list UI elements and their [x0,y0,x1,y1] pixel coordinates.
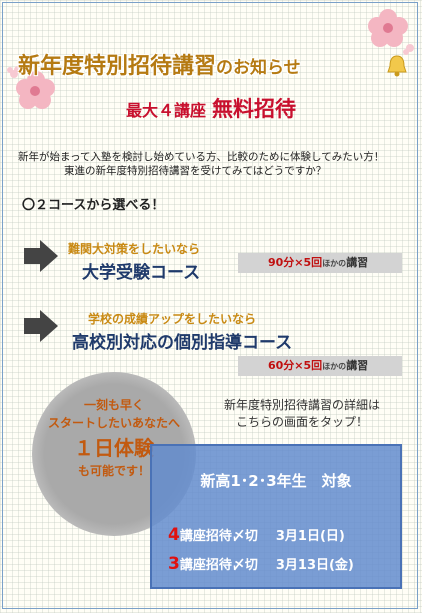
course-lead: 学校の成績アップをしたいなら [88,312,257,326]
course-note: 60分×5回ほかの講習 [238,356,402,376]
deadline-count: 3 [168,554,180,574]
intro-line: 東進の新年度特別招待講習を受けてみてはどうですか？ [64,165,327,177]
deadline-label: 講座招待〆切 [179,558,258,573]
course-note: 90分×5回ほかの講習 [238,253,402,273]
course-note-small: ほかの [322,362,347,371]
course-note-value: 90分×5回 [268,256,323,269]
deadline-date: 3月1日(日) [275,529,345,544]
deadline-label: 講座招待〆切 [179,529,258,544]
bell-icon [387,55,407,77]
cherry-blossom-icon [368,9,414,55]
course-name[interactable]: 高校別対応の個別指導コース [72,333,293,353]
intro-line: 新年が始まって入塾を検討し始めている方、比較のために体験してみたい方！ [18,151,385,163]
course-lead: 難関大対策をしたいなら [68,242,201,256]
page-frame [2,2,418,609]
tap-note[interactable]: 新年度特別招待講習の詳細は こちらの画面をタップ！ [196,397,408,431]
course-note-value: 60分×5回 [268,359,323,372]
intro-text: 新年が始まって入塾を検討し始めている方、比較のために体験してみたい方！ 東進の新… [18,150,410,178]
deadline-row: 3講座招待〆切 3月13日(金) [168,554,354,574]
subtitle-prefix: 最大４講座 [125,101,206,120]
tap-line: こちらの画面をタップ！ [235,415,368,429]
promo-text: 一刻も早く スタートしたいあなたへ [28,396,200,432]
courses-heading: 〇２コースから選べる！ [22,198,165,213]
promo-line: も可能です！ [77,464,150,478]
title-main: 新年度特別招待講習 [18,54,217,79]
course-note-suffix: 講習 [346,256,369,269]
target-box [150,444,402,589]
course-note-suffix: 講習 [346,359,369,372]
arrow-right-icon [24,240,58,272]
promo-line: 一刻も早く [83,398,144,412]
subtitle-main: 無料招待 [212,97,296,121]
course-name[interactable]: 大学受験コース [82,263,201,283]
arrow-right-icon [24,310,58,342]
deadline-row: 4講座招待〆切 3月1日(日) [168,525,345,545]
page-title: 新年度特別招待講習のお知らせ [18,48,408,80]
tap-line: 新年度特別招待講習の詳細は [223,398,380,412]
deadline-count: 4 [168,525,180,545]
promo-highlight: １日体験 [74,436,154,460]
promo-line: スタートしたいあなたへ [47,416,180,430]
target-title: 新高1･2･3年生 対象 [200,472,352,490]
title-suffix: のお知らせ [216,58,301,78]
subtitle: 最大４講座無料招待 [0,93,422,123]
course-note-small: ほかの [322,259,347,268]
deadline-date: 3月13日(金) [275,558,354,573]
cherry-blossom-icon [7,66,55,109]
